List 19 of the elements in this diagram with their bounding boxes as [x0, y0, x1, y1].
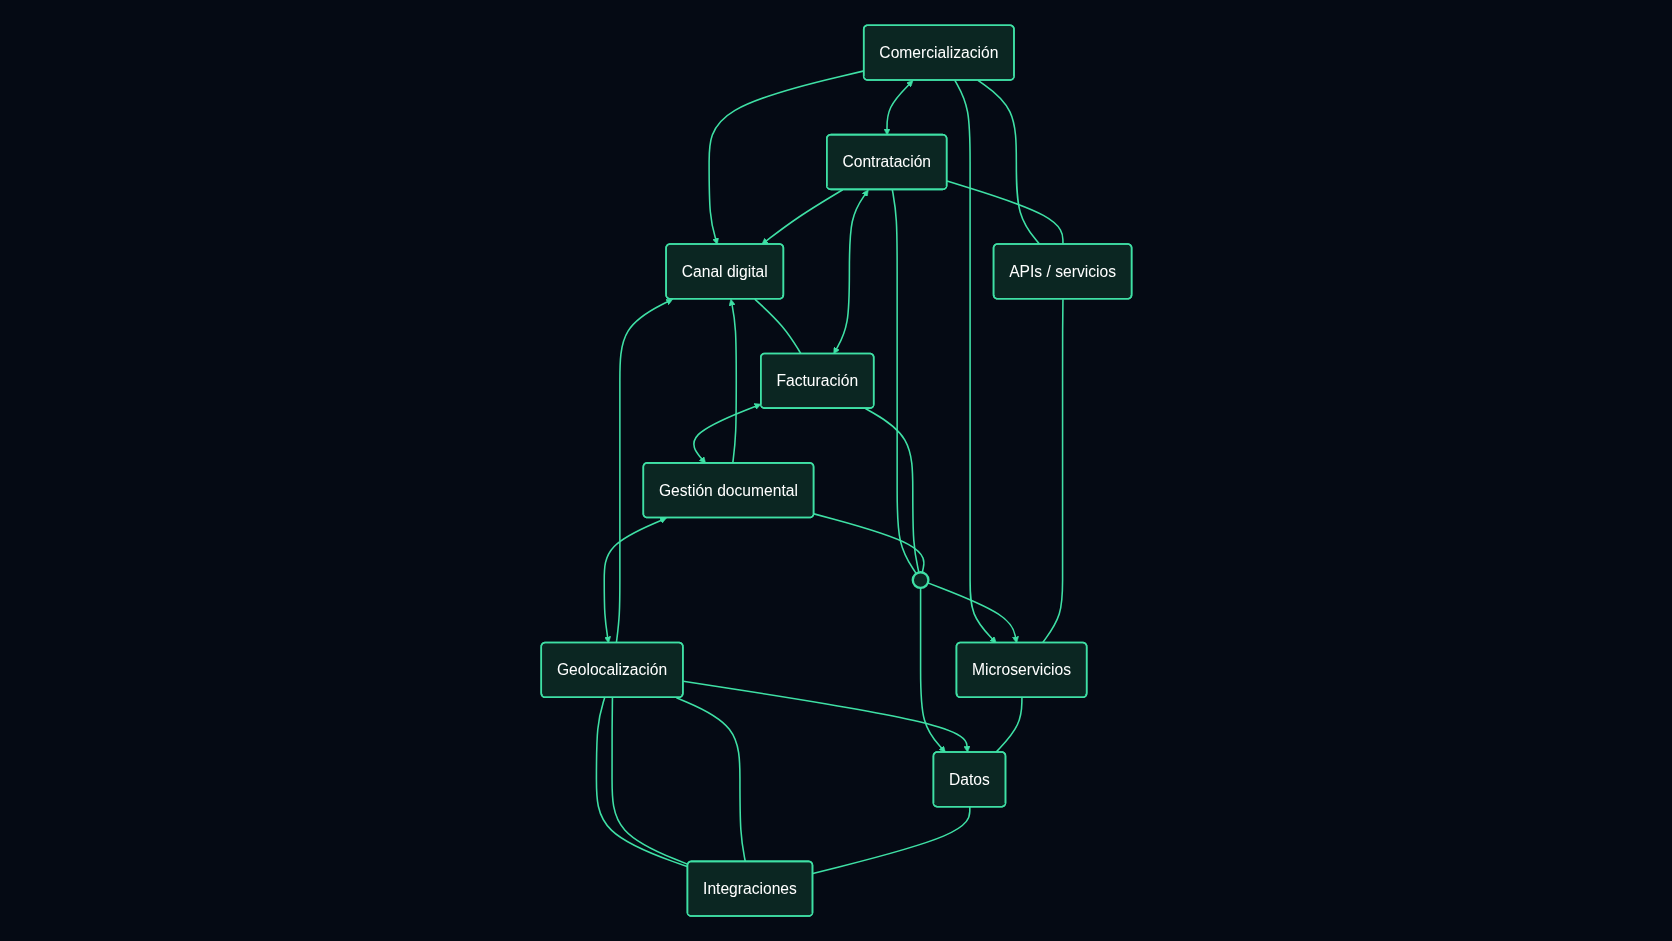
arrow [883, 80, 913, 136]
arrow [919, 586, 946, 753]
arrow [603, 517, 667, 644]
node-circle [911, 570, 930, 589]
connector [864, 407, 920, 574]
connector [753, 298, 802, 355]
connector [994, 696, 1023, 753]
arrow [953, 79, 997, 644]
arrow [692, 403, 761, 464]
arrow [682, 680, 970, 753]
arrow [760, 188, 844, 245]
connector [891, 188, 917, 575]
arrow [615, 298, 673, 644]
arrow [832, 189, 869, 354]
connector [812, 512, 925, 574]
arrow [926, 581, 1019, 644]
connector [1041, 298, 1064, 644]
arrow [728, 298, 737, 464]
connector [675, 696, 746, 863]
